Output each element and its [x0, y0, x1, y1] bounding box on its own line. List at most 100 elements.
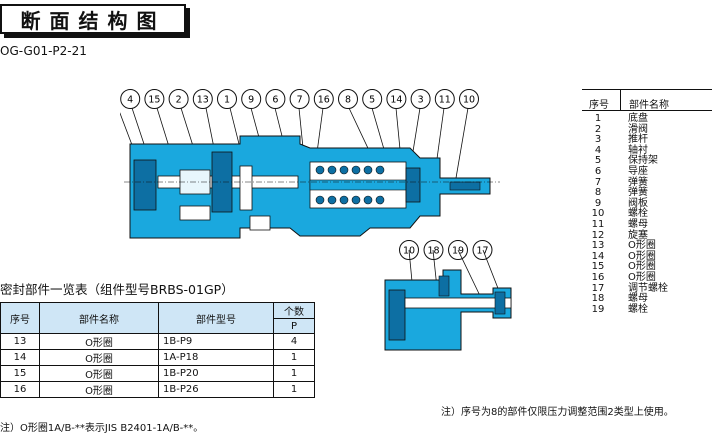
part-number: 9 [594, 197, 602, 209]
callout-number: 16 [318, 95, 330, 106]
parts-list-item: 13 O形圈 [584, 241, 714, 252]
row-no: 15 [0, 365, 40, 382]
parts-no-header: 序号 [589, 100, 609, 111]
callout-circle [410, 89, 431, 109]
row-name: O形圈 [39, 365, 159, 382]
callout-number: 3 [418, 95, 424, 106]
part-number: 15 [591, 261, 605, 273]
parts-list-item: 10 螺栓 [584, 209, 714, 220]
row-name: O形圈 [39, 349, 159, 366]
part-number: 10 [591, 208, 605, 220]
part-name: 螺母 [628, 218, 648, 230]
row-model: 1B-P20 [158, 365, 274, 382]
parts-list-divider [620, 89, 621, 110]
parts-list-item: 7 弹簧 [584, 176, 714, 189]
part-name: O形圈 [628, 240, 656, 252]
callout-circle [459, 89, 479, 109]
part-number: 12 [591, 229, 605, 241]
callout-circle [313, 89, 334, 109]
part-name: 螺栓 [628, 208, 648, 220]
parts-list-item: 3 推杆 [584, 135, 714, 146]
part-number: 3 [594, 134, 602, 146]
callout-number: 7 [297, 95, 303, 106]
part-name: 弹簧 [628, 176, 648, 188]
main-cross-section-diagram: 12415213196716851431110 [120, 89, 500, 239]
parts-list-item: 1 底盘 [584, 113, 714, 125]
parts-list-item: 12 旋塞 [584, 229, 714, 242]
callout-number: 13 [197, 95, 209, 106]
callout-circle [423, 240, 444, 260]
col-model-header: 部件型号 [158, 302, 274, 334]
part-number: 16 [591, 271, 605, 283]
callout-circle [434, 89, 455, 109]
callout-circle [168, 89, 189, 109]
callout-number: 5 [369, 95, 375, 106]
callout-circle [144, 89, 165, 109]
callout-number: 19 [452, 246, 464, 257]
row-qty: 1 [273, 381, 315, 398]
col-qty-header: 个数 [273, 302, 315, 319]
callout-number: 9 [248, 95, 254, 106]
part-name: 滑阀 [628, 123, 648, 135]
parts-list-top-rule [582, 89, 712, 90]
page-title: 断面结构图 [0, 4, 186, 34]
callout-circle [217, 89, 237, 109]
callout-number: 2 [176, 95, 182, 106]
parts-list-item: 2 滑阀 [584, 123, 714, 136]
part-number: 4 [594, 144, 602, 156]
part-name: O形圈 [628, 271, 656, 283]
part-number: 5 [594, 155, 602, 167]
row-no: 16 [0, 381, 40, 398]
callout-number: 10 [463, 95, 475, 106]
callout-number: 15 [148, 95, 160, 106]
part-name: 推杆 [628, 134, 648, 146]
callout-circle [472, 240, 493, 260]
row-no: 14 [0, 349, 40, 366]
part-name: O形圈 [628, 250, 656, 262]
part-name: 调节螺栓 [628, 282, 668, 294]
seal-table-title: 密封部件一览表（组件型号BRBS-01GP） [0, 282, 234, 297]
row-qty: 4 [273, 333, 315, 350]
callout-circle [338, 89, 358, 109]
callout-number: 17 [476, 246, 488, 257]
part-number: 14 [591, 250, 605, 262]
col-qty-sub-header: P [273, 318, 315, 334]
part-number: 7 [594, 176, 602, 188]
part-number: 1 [594, 113, 602, 124]
part-name: 底盘 [628, 113, 648, 124]
part-number: 18 [591, 293, 605, 305]
callout-circle [120, 89, 141, 109]
part-number: 13 [591, 240, 605, 252]
callout-number: 1 [224, 95, 230, 106]
row-model: 1B-P26 [158, 381, 274, 398]
callout-number: 4 [127, 95, 133, 106]
part-number: 2 [594, 123, 602, 135]
part-name: 导座 [628, 165, 648, 177]
part-number: 19 [591, 303, 605, 315]
callout-number: 11 [439, 95, 451, 106]
row-model: 1A-P18 [158, 349, 274, 366]
parts-list-item: 16 O形圈 [584, 271, 714, 284]
part-name: 保持架 [628, 155, 658, 167]
parts-list-head-rule [582, 110, 712, 111]
row-name: O形圈 [39, 381, 159, 398]
callout-number: 6 [272, 95, 278, 106]
row-qty: 1 [273, 349, 315, 366]
row-name: O形圈 [39, 333, 159, 350]
model-number: OG-G01-P2-21 [0, 44, 87, 58]
part-name: 弹簧 [628, 187, 648, 199]
part-name: 旋塞 [628, 229, 648, 241]
callout-number: 14 [390, 95, 402, 106]
